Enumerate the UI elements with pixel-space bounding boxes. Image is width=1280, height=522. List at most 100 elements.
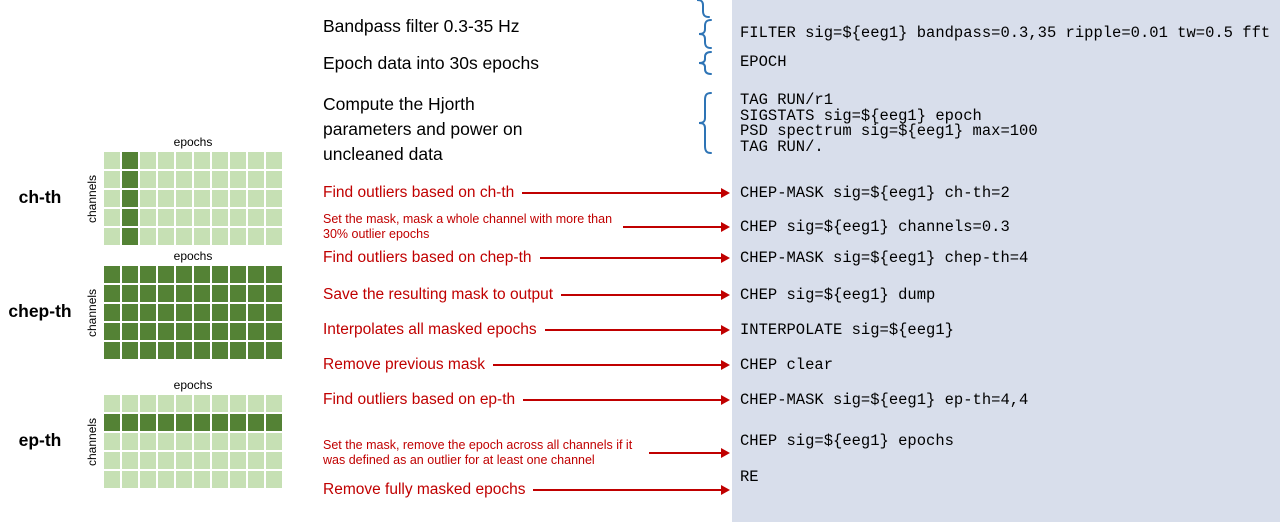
- red-arrow: [539, 253, 730, 263]
- red-annotation-text: Find outliers based on ch-th: [323, 184, 515, 201]
- grid-cell: [193, 208, 211, 227]
- red-annotation-text: Find outliers based on chep-th: [323, 249, 532, 266]
- grid-cell: [211, 413, 229, 432]
- curly-brace-epoch-icon: [698, 51, 712, 75]
- grid-cell: [211, 227, 229, 245]
- grid-cell: [211, 208, 229, 227]
- grid-cell: [247, 189, 265, 208]
- annotation-epoch-data: Epoch data into 30s epochs: [323, 53, 539, 73]
- red-arrow: [544, 325, 730, 335]
- grid-cell: [193, 266, 211, 284]
- grid-cell: [139, 227, 157, 245]
- grid-cell: [121, 451, 139, 470]
- grid-cell: [104, 413, 121, 432]
- arrow-head-icon: [721, 222, 730, 232]
- epoch-channel-grid: [104, 266, 282, 359]
- grid-cell: [139, 341, 157, 359]
- grid-cell: [247, 451, 265, 470]
- grid-cell: [157, 395, 175, 413]
- grid-cell: [193, 322, 211, 341]
- grid-cell: [229, 152, 247, 170]
- red-annotation-row-chep-th: Find outliers based on chep-th: [323, 246, 730, 270]
- grid-cell: [121, 170, 139, 189]
- diagram-ep-th: ep-th epochs channels: [0, 378, 300, 498]
- grid-cell: [247, 152, 265, 170]
- diagram-ch-th: ch-th epochs channels: [0, 135, 300, 255]
- code-line-chep-dump: CHEP sig=${eeg1} dump: [740, 286, 936, 304]
- arrow-head-icon: [721, 290, 730, 300]
- red-arrow: [492, 360, 730, 370]
- grid-cell: [193, 303, 211, 322]
- arrow-head-icon: [721, 188, 730, 198]
- red-annotation-row-ep-th: Find outliers based on ep-th: [323, 388, 730, 412]
- grid-cell: [157, 208, 175, 227]
- grid-cell: [265, 303, 282, 322]
- arrow-shaft: [523, 399, 721, 401]
- channels-axis-label: channels: [85, 174, 99, 223]
- red-arrow: [623, 222, 730, 232]
- grid-cell: [157, 284, 175, 303]
- grid-cell: [193, 227, 211, 245]
- grid-cell: [139, 189, 157, 208]
- grid-cell: [193, 395, 211, 413]
- red-annotation-text: Remove previous mask: [323, 356, 485, 373]
- grid-cell: [193, 284, 211, 303]
- grid-cell: [193, 341, 211, 359]
- grid-cell: [265, 322, 282, 341]
- grid-cell: [193, 413, 211, 432]
- grid-cell: [175, 322, 193, 341]
- red-annotation-text: Save the resulting mask to output: [323, 286, 554, 303]
- code-line-tag-run-r1: TAG RUN/r1: [740, 91, 834, 109]
- red-annotation-text: Set the mask, remove the epoch across al…: [323, 438, 633, 467]
- grid-cell: [265, 470, 282, 488]
- grid-cell: [157, 341, 175, 359]
- grid-cell: [265, 227, 282, 245]
- grid-cell: [211, 341, 229, 359]
- grid-cell: [247, 266, 265, 284]
- grid-cell: [265, 266, 282, 284]
- red-arrow: [522, 188, 730, 198]
- grid-cell: [139, 266, 157, 284]
- red-annotation-row-remove-fully-masked: Remove fully masked epochs: [323, 478, 730, 502]
- grid-cell: [104, 470, 121, 488]
- grid-cell: [247, 341, 265, 359]
- grid-cell: [175, 303, 193, 322]
- grid-cell: [175, 152, 193, 170]
- red-annotation-text: Set the mask, mask a whole channel with …: [323, 212, 613, 241]
- code-line-chep-epochs: CHEP sig=${eeg1} epochs: [740, 432, 954, 450]
- grid-cell: [229, 303, 247, 322]
- grid-cell: [229, 189, 247, 208]
- grid-cell: [121, 152, 139, 170]
- red-annotation-row-interpolate: Interpolates all masked epochs: [323, 318, 730, 342]
- grid-cell: [265, 413, 282, 432]
- grid-cell: [139, 395, 157, 413]
- grid-cell: [193, 189, 211, 208]
- grid-cell: [229, 432, 247, 451]
- grid-cell: [104, 266, 121, 284]
- grid-cell: [175, 208, 193, 227]
- red-annotation-text: Find outliers based on ep-th: [323, 391, 516, 408]
- grid-cell: [104, 322, 121, 341]
- code-line-tag-run-dot: TAG RUN/.: [740, 138, 824, 156]
- red-annotation-row-remove-mask: Remove previous mask: [323, 353, 730, 377]
- grid-cell: [193, 432, 211, 451]
- grid-cell: [229, 341, 247, 359]
- curly-brace-top-partial-icon: [696, 0, 710, 18]
- grid-cell: [104, 303, 121, 322]
- grid-cell: [157, 266, 175, 284]
- grid-cell: [229, 413, 247, 432]
- code-line-chep-channels: CHEP sig=${eeg1} channels=0.3: [740, 218, 1010, 236]
- grid-cell: [211, 189, 229, 208]
- grid-cell: [121, 470, 139, 488]
- grid-cell: [265, 341, 282, 359]
- grid-cell: [211, 266, 229, 284]
- arrow-head-icon: [721, 325, 730, 335]
- annotation-bandpass-filter: Bandpass filter 0.3-35 Hz: [323, 16, 520, 36]
- grid-cell: [139, 470, 157, 488]
- channels-axis-label: channels: [85, 288, 99, 337]
- grid-cell: [247, 470, 265, 488]
- code-line-filter: FILTER sig=${eeg1} bandpass=0.3,35 rippl…: [740, 24, 1271, 42]
- grid-cell: [121, 432, 139, 451]
- code-line-interpolate: INTERPOLATE sig=${eeg1}: [740, 321, 954, 339]
- grid-cell: [229, 170, 247, 189]
